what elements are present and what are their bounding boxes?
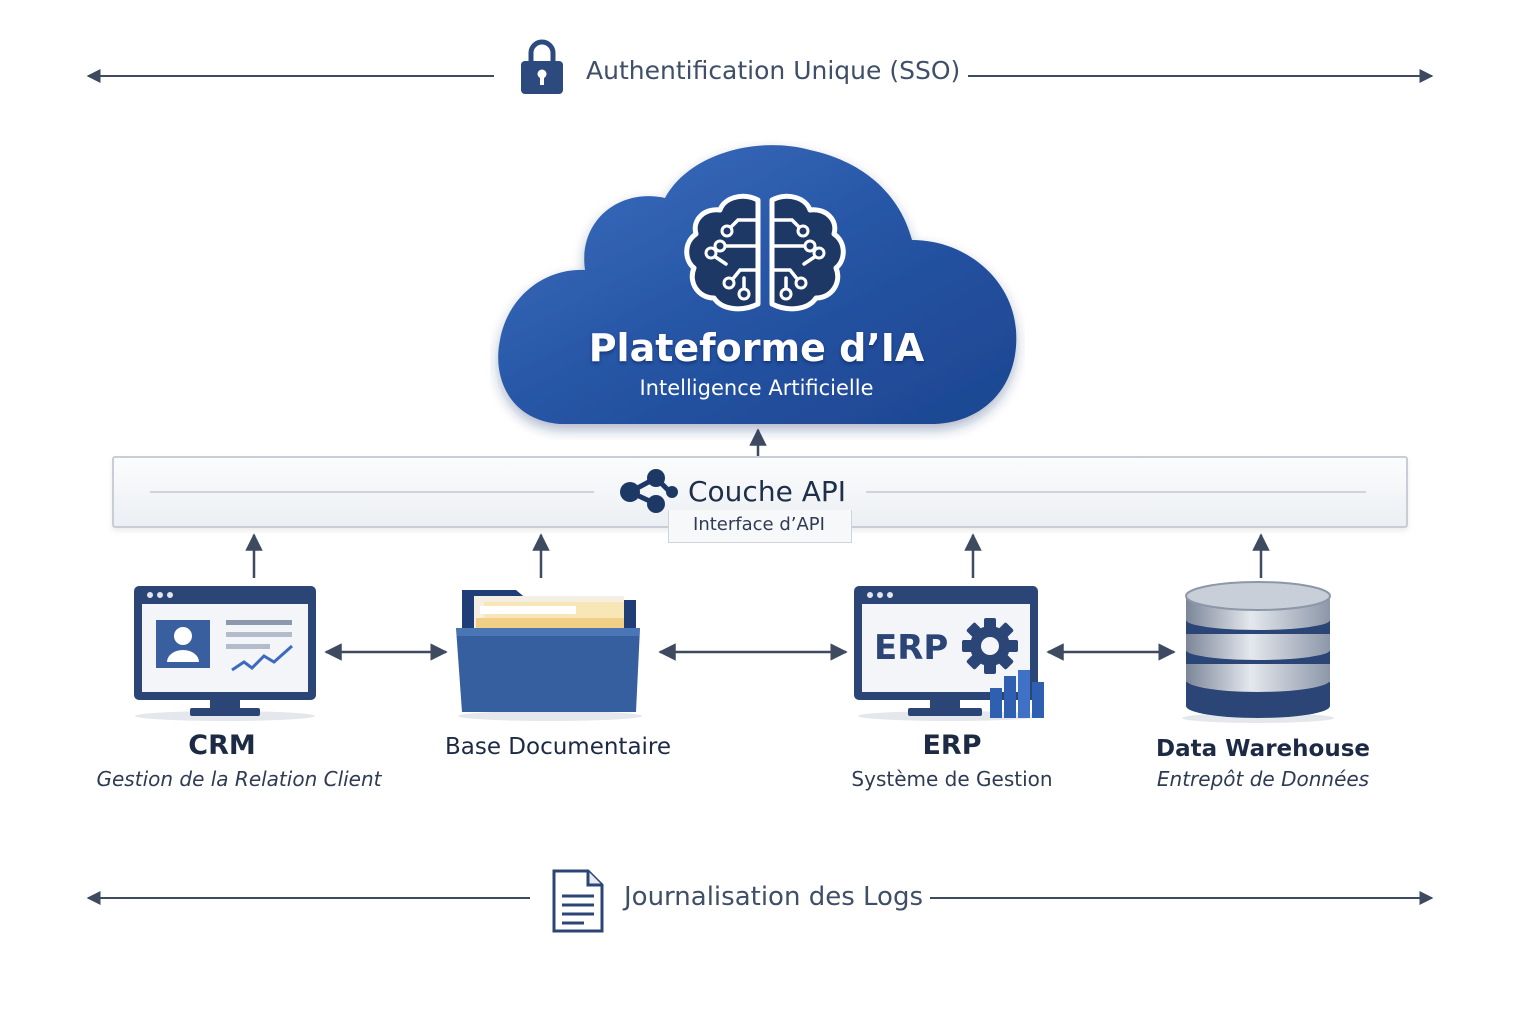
erp-screen-text: ERP <box>874 628 948 668</box>
gear-icon <box>962 618 1018 674</box>
api-subtitle: Interface d’API <box>693 514 825 535</box>
dwh-description: Entrepôt de Données <box>1156 767 1370 791</box>
crm-description: Gestion de la Relation Client <box>96 767 382 791</box>
api-bar-lines <box>150 491 1366 493</box>
monitor-dashboard-icon <box>134 586 316 721</box>
brain-circuit-icon <box>684 193 846 312</box>
erp-name: ERP <box>922 730 982 761</box>
bar-chart-icon <box>990 670 1044 718</box>
api-title: Couche API <box>688 475 846 508</box>
database-icon <box>1182 581 1334 723</box>
sso-label: Authentification Unique (SSO) <box>586 56 961 85</box>
docs-name: Base Documentaire <box>444 734 672 760</box>
folder-icon <box>456 590 642 721</box>
erp-monitor-icon: ERP <box>854 586 1044 721</box>
api-subtitle-box <box>668 510 852 543</box>
cloud-title: Plateforme d’IA <box>588 326 925 370</box>
cloud-subtitle: Intelligence Artificielle <box>639 376 874 400</box>
document-icon <box>552 869 604 933</box>
crm-name: CRM <box>188 730 256 761</box>
share-nodes-icon <box>620 469 678 513</box>
logs-label: Journalisation des Logs <box>624 882 923 912</box>
dwh-name: Data Warehouse <box>1156 736 1370 762</box>
erp-description: Système de Gestion <box>851 767 1053 791</box>
padlock-icon <box>521 39 563 94</box>
